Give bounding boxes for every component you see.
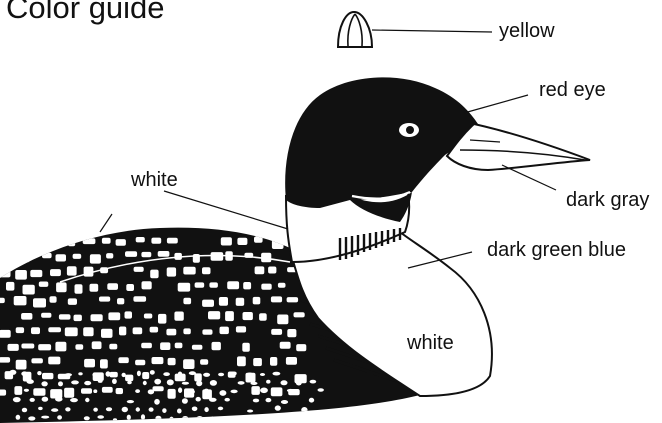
yellow-sample-shape <box>338 12 372 47</box>
label-white-breast: white <box>407 333 454 353</box>
loon-bill <box>447 124 590 170</box>
label-white-neck: white <box>131 170 178 190</box>
loon-eye-icon <box>399 123 419 137</box>
label-dark-gray: dark gray <box>566 190 649 210</box>
label-dark-green-blue: dark green blue <box>487 240 626 260</box>
label-yellow: yellow <box>499 21 555 41</box>
label-red-eye: red eye <box>539 80 606 100</box>
